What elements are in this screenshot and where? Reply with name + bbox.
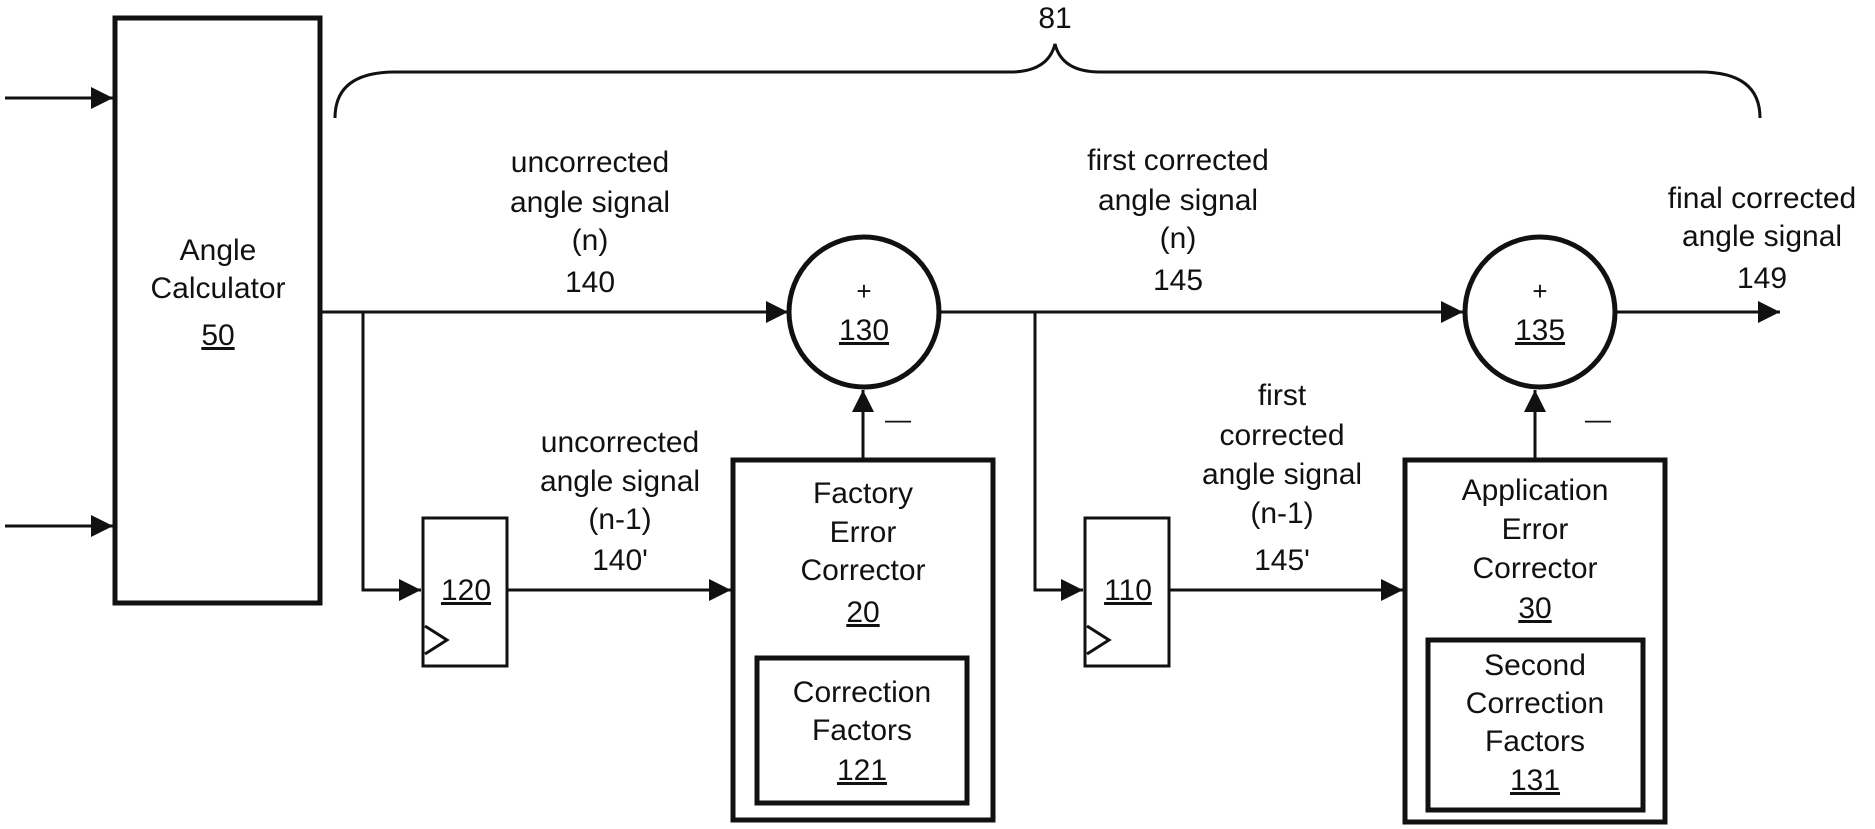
correction-factors-line1: Correction	[793, 676, 931, 709]
summer-130-minus: —	[885, 404, 911, 434]
angle-calculator-line1: Angle	[180, 234, 257, 267]
signal-140-prime-line2: angle signal	[540, 465, 700, 498]
application-corrector-ref: 30	[1518, 592, 1551, 625]
signal-149-line1: final corrected	[1668, 182, 1856, 215]
summer-130	[789, 237, 939, 387]
factory-corrector-line1: Factory	[813, 477, 913, 510]
angle-calculator-ref: 50	[201, 319, 234, 352]
summer-135-ref: 135	[1515, 314, 1565, 347]
second-correction-factors-line1: Second	[1484, 649, 1586, 682]
signal-140-line3: (n)	[572, 224, 609, 257]
angle-calculator-box	[115, 18, 320, 603]
correction-factors-ref: 121	[837, 754, 887, 787]
second-correction-factors-ref: 131	[1510, 764, 1560, 797]
summer-135-minus: —	[1585, 404, 1611, 434]
signal-145-prime-line3: angle signal	[1202, 458, 1362, 491]
factory-corrector-ref: 20	[846, 596, 879, 629]
angle-calculator-line2: Calculator	[150, 272, 285, 305]
signal-140-line2: angle signal	[510, 186, 670, 219]
factory-corrector-line2: Error	[830, 516, 897, 549]
delay-110-ref: 110	[1104, 574, 1152, 607]
clock-icon-120	[425, 626, 447, 654]
summer-135-sign: +	[1532, 276, 1547, 306]
signal-140-prime-ref: 140'	[592, 544, 648, 577]
signal-149-ref: 149	[1737, 262, 1787, 295]
delay-120-ref: 120	[441, 574, 491, 607]
signal-145-prime-ref: 145'	[1254, 544, 1310, 577]
grouping-brace	[335, 44, 1760, 118]
second-correction-factors-line3: Factors	[1485, 725, 1585, 758]
signal-145-prime-line2: corrected	[1219, 419, 1344, 452]
summer-130-sign: +	[856, 276, 871, 306]
application-corrector-line1: Application	[1462, 474, 1609, 507]
second-correction-factors-line2: Correction	[1466, 687, 1604, 720]
signal-145-prime-line4: (n-1)	[1250, 497, 1313, 530]
factory-corrector-line3: Corrector	[800, 554, 925, 587]
signal-140-line1: uncorrected	[511, 146, 669, 179]
signal-145-line1: first corrected	[1087, 144, 1269, 177]
wire-branch-to-120	[363, 312, 421, 590]
signal-149-line2: angle signal	[1682, 220, 1842, 253]
correction-factors-line2: Factors	[812, 714, 912, 747]
summer-130-ref: 130	[839, 314, 889, 347]
summer-135	[1465, 237, 1615, 387]
signal-145-line2: angle signal	[1098, 184, 1258, 217]
clock-icon-110	[1087, 626, 1109, 654]
application-corrector-line3: Corrector	[1472, 552, 1597, 585]
signal-145-line3: (n)	[1160, 222, 1197, 255]
wire-branch-to-110	[1035, 312, 1083, 590]
signal-140-prime-line3: (n-1)	[588, 503, 651, 536]
signal-145-ref: 145	[1153, 264, 1203, 297]
signal-145-prime-line1: first	[1258, 379, 1307, 412]
signal-140-prime-line1: uncorrected	[541, 426, 699, 459]
brace-ref-label: 81	[1038, 2, 1071, 35]
signal-140-ref: 140	[565, 266, 615, 299]
application-corrector-line2: Error	[1502, 513, 1569, 546]
